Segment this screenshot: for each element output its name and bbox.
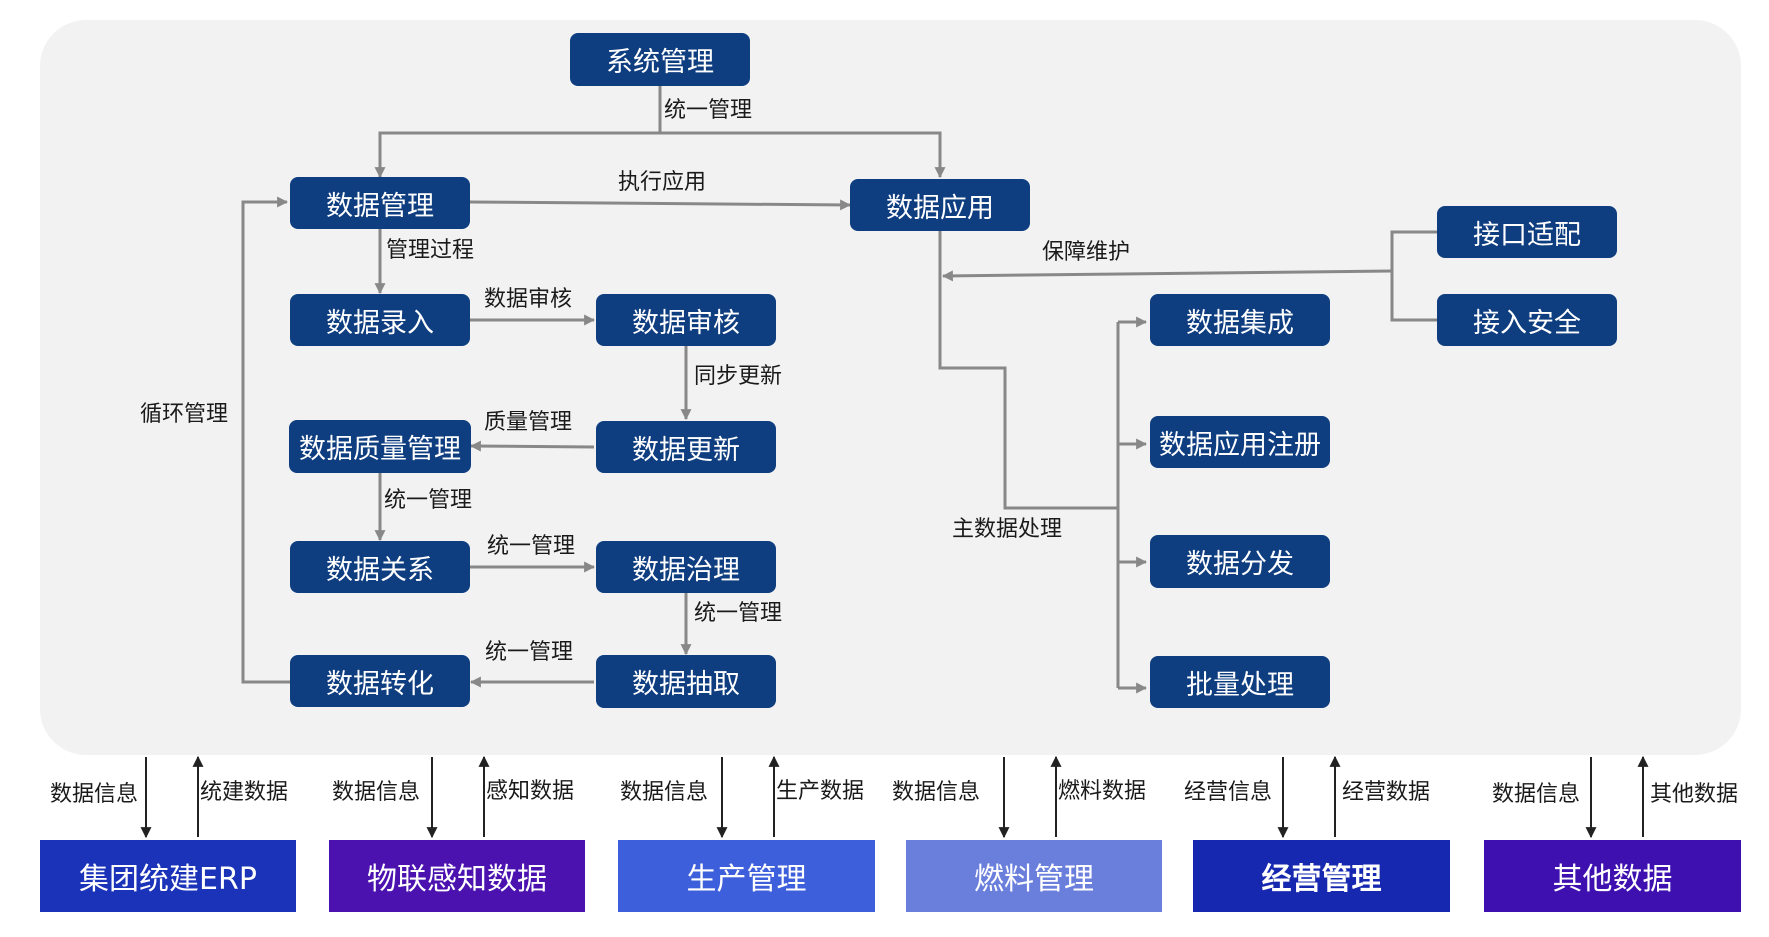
label-unified-top: 统一管理 (664, 98, 753, 123)
label-execute-app: 执行应用 (618, 170, 707, 195)
node-data-audit: 数据审核 (596, 294, 776, 346)
label-fuel-up: 燃料数据 (1058, 779, 1147, 804)
label-guarantee: 保障维护 (1042, 240, 1131, 265)
label-master-data: 主数据处理 (952, 517, 1063, 542)
diagram-panel (40, 20, 1741, 755)
source-erp: 集团统建ERP (40, 840, 296, 912)
node-interface-adapt: 接口适配 (1437, 206, 1617, 258)
edge-guarantee (941, 269, 1393, 282)
node-system-management: 系统管理 (570, 33, 750, 86)
label-cycle-mgmt: 循环管理 (140, 402, 229, 427)
edge-sys-to-data-app (660, 131, 946, 179)
node-data-relation: 数据关系 (290, 541, 470, 593)
node-data-governance: 数据治理 (596, 541, 776, 593)
edge-sys-to-data-mgmt (374, 131, 660, 179)
label-unified-governance: 统一管理 (694, 601, 783, 626)
node-access-security: 接入安全 (1437, 294, 1617, 346)
edge-update-to-quality (469, 440, 595, 452)
label-erp-up: 统建数据 (200, 780, 289, 805)
label-sync-update: 同步更新 (694, 364, 783, 389)
edge-execute-app (469, 199, 852, 211)
label-fuel-down: 数据信息 (892, 780, 981, 805)
node-batch-processing: 批量处理 (1150, 656, 1330, 708)
label-business-up: 经营数据 (1342, 780, 1431, 805)
node-data-quality: 数据质量管理 (289, 420, 471, 473)
node-data-extract: 数据抽取 (596, 655, 776, 708)
node-data-distribution: 数据分发 (1150, 535, 1330, 588)
edge-master-data-trunk (938, 231, 1118, 510)
source-other: 其他数据 (1484, 840, 1741, 912)
label-unified-relation: 统一管理 (487, 534, 576, 559)
node-data-application: 数据应用 (850, 179, 1030, 231)
label-production-up: 生产数据 (776, 779, 865, 804)
source-fuel: 燃料管理 (906, 840, 1162, 912)
edge-interface-split (1390, 230, 1437, 322)
source-business: 经营管理 (1193, 840, 1450, 912)
label-data-audit: 数据审核 (484, 287, 573, 312)
node-data-management: 数据管理 (290, 177, 470, 229)
label-unified-extract: 统一管理 (485, 640, 574, 665)
node-data-entry: 数据录入 (290, 294, 470, 346)
label-unified-quality: 统一管理 (384, 488, 473, 513)
label-mgmt-process: 管理过程 (386, 238, 475, 263)
label-production-down: 数据信息 (620, 780, 709, 805)
node-data-convert: 数据转化 (290, 655, 470, 707)
label-quality-mgmt: 质量管理 (484, 410, 573, 435)
node-data-integration: 数据集成 (1150, 294, 1330, 346)
label-other-down: 数据信息 (1492, 782, 1581, 807)
source-production: 生产管理 (618, 840, 875, 912)
label-erp-down: 数据信息 (50, 782, 139, 807)
source-iot: 物联感知数据 (329, 840, 585, 912)
node-data-app-register: 数据应用注册 (1150, 416, 1330, 468)
label-business-down: 经营信息 (1184, 780, 1273, 805)
label-other-up: 其他数据 (1650, 782, 1739, 807)
label-iot-up: 感知数据 (486, 779, 575, 804)
edge-cycle-mgmt (241, 196, 290, 684)
node-data-update: 数据更新 (596, 421, 776, 473)
label-iot-down: 数据信息 (332, 780, 421, 805)
